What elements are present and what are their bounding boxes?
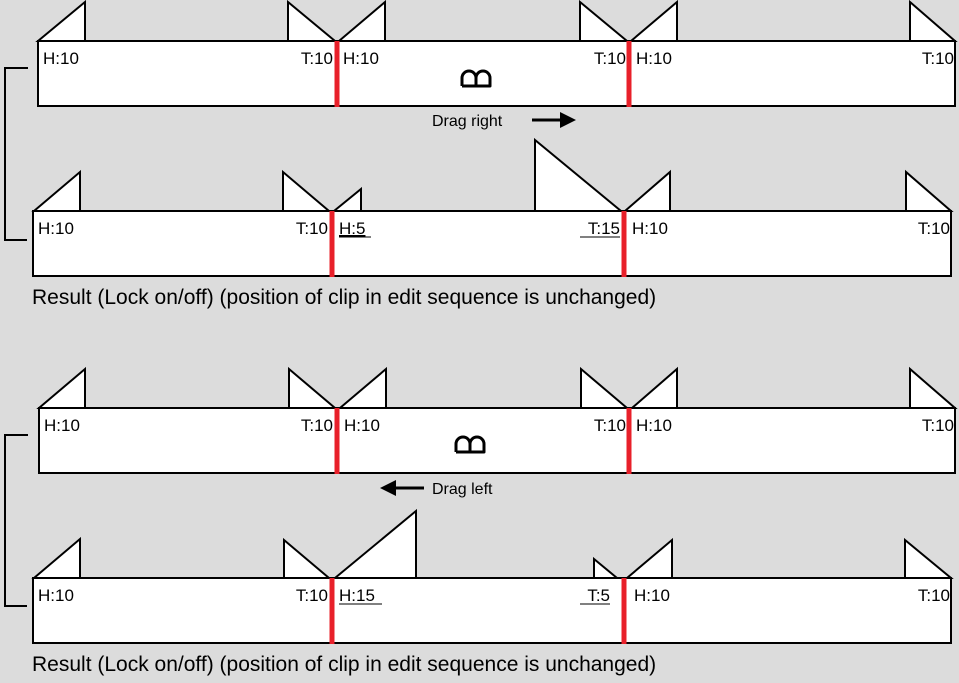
handle-triangle [622, 169, 671, 212]
tail-triangle [579, 0, 630, 42]
head-label: H:10 [636, 49, 672, 68]
tail-label: T:10 [301, 416, 333, 435]
head-label: H:10 [636, 416, 672, 435]
tail-triangle [287, 0, 338, 42]
handle-triangle [35, 0, 86, 42]
handle-triangle [628, 0, 678, 42]
tail-label: T:10 [594, 49, 626, 68]
clip-strip[interactable] [38, 407, 956, 474]
head-label: H:10 [343, 49, 379, 68]
clip-strip[interactable] [37, 40, 956, 107]
head-label: H:10 [634, 586, 670, 605]
drag-left-indicator: Drag left [380, 480, 493, 498]
clip-strip[interactable] [32, 577, 952, 644]
handle-triangle [624, 537, 673, 579]
clip-strip[interactable] [32, 210, 952, 277]
handle-triangle [629, 366, 678, 409]
head-label-changed: H:15 [339, 586, 375, 605]
result-caption: Result (Lock on/off) (position of clip i… [32, 286, 656, 309]
arrow-right-head [560, 112, 576, 128]
handle-triangle [336, 0, 386, 42]
slip-icon [460, 69, 492, 88]
head-label: H:10 [44, 416, 80, 435]
tail-label: T:10 [301, 49, 333, 68]
tail-triangle-long [534, 137, 624, 212]
track-after: H:10 T:10 H:5 T:15 H:10 T:10 [31, 137, 954, 277]
head-label: H:10 [632, 219, 668, 238]
tail-label: T:10 [918, 586, 950, 605]
tail-triangle [909, 0, 958, 42]
head-label: H:10 [344, 416, 380, 435]
tail-label: T:10 [918, 219, 950, 238]
diagram-drag-left: H:10 T:10 H:10 T:10 H:10 T:10 Drag left … [4, 366, 958, 676]
track-after: H:10 T:10 H:15 T:5 H:10 T:10 [31, 508, 954, 644]
handle-triangle [31, 169, 81, 212]
arrow-left-head [380, 480, 396, 496]
bracket-connector [4, 67, 28, 241]
handle-triangle [31, 536, 81, 579]
drag-label: Drag right [432, 113, 503, 130]
drag-right-indicator: Drag right [432, 112, 576, 130]
tail-triangle-short [593, 556, 620, 579]
handle-triangle-long [332, 508, 417, 579]
tail-label: T:10 [594, 416, 626, 435]
result-caption: Result (Lock on/off) (position of clip i… [32, 653, 656, 676]
tail-triangle [282, 169, 332, 212]
tail-triangle [288, 366, 338, 409]
tail-label-changed: T:5 [587, 586, 610, 605]
head-label: H:10 [38, 586, 74, 605]
drag-label: Drag left [432, 481, 493, 498]
tail-label: T:10 [922, 49, 954, 68]
handle-triangle [36, 366, 86, 409]
track-before: H:10 T:10 H:10 T:10 H:10 T:10 [35, 0, 958, 107]
head-label-changed: H:5 [339, 219, 365, 238]
handle-triangle-short [331, 186, 362, 212]
tail-label: T:10 [296, 586, 328, 605]
head-label: H:10 [43, 49, 79, 68]
tail-triangle [283, 537, 332, 579]
handle-triangle [337, 366, 387, 409]
tail-triangle [580, 366, 630, 409]
tail-label: T:10 [922, 416, 954, 435]
head-label: H:10 [38, 219, 74, 238]
slip-icon [454, 435, 486, 454]
track-before: H:10 T:10 H:10 T:10 H:10 T:10 [36, 366, 958, 474]
tail-label-changed: T:15 [588, 219, 620, 238]
bracket-connector [4, 434, 28, 607]
diagram-drag-right: H:10 T:10 H:10 T:10 H:10 T:10 Drag right [4, 0, 958, 309]
tail-label: T:10 [296, 219, 328, 238]
tail-triangle [904, 537, 954, 579]
tail-triangle [905, 169, 954, 212]
tail-triangle [909, 366, 958, 409]
